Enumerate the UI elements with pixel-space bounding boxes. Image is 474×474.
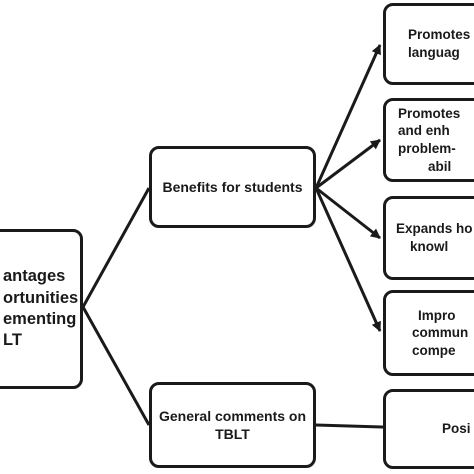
node-r2-line: Promotes <box>398 105 461 121</box>
node-r4-line: compe <box>412 342 456 358</box>
node-root: antages ortunities ementing LT <box>0 229 83 389</box>
node-r4-line: commun <box>412 325 469 341</box>
node-root-line: ortunities <box>3 288 79 307</box>
node-improves-communicative-competence: Impro commun compe <box>383 290 474 376</box>
node-r2-line: problem- <box>398 141 456 156</box>
connector-benefits-to-r3 <box>315 186 381 240</box>
node-r5-line: Posi <box>442 421 471 437</box>
node-benefits-line: Benefits for students <box>162 179 303 195</box>
connector-general-to-r5 <box>315 423 384 429</box>
node-r1-line: Promotes <box>408 27 471 43</box>
node-expands-knowledge: Expands ho knowl <box>383 196 474 280</box>
connector-root-to-general <box>81 306 151 426</box>
node-r2-line: and enh <box>398 123 450 139</box>
connector-benefits-to-r1 <box>314 44 382 189</box>
node-general-line: TBLT <box>215 426 250 442</box>
connector-root-to-benefits <box>81 187 151 308</box>
connector-benefits-to-r2 <box>315 138 381 190</box>
connector-benefits-to-r4 <box>314 187 382 332</box>
node-root-line: ementing <box>3 310 77 328</box>
node-general-line: General comments on <box>158 407 307 424</box>
node-r2-line: abil <box>428 158 452 174</box>
node-root-line: antages <box>3 267 66 286</box>
node-general-comments: General comments on TBLT <box>149 382 316 468</box>
node-r3-line: knowl <box>410 239 449 254</box>
node-r1-line: languag <box>408 45 460 60</box>
node-r3-line: Expands ho <box>396 221 473 237</box>
node-positive: Posi <box>383 389 474 469</box>
node-benefits-for-students: Benefits for students <box>149 146 316 228</box>
node-promotes-problem-solving: Promotes and enh problem- abil <box>383 98 474 182</box>
node-promotes-language: Promotes languag <box>383 3 474 85</box>
node-root-line: LT <box>3 331 22 350</box>
node-r4-line: Impro <box>418 307 456 323</box>
